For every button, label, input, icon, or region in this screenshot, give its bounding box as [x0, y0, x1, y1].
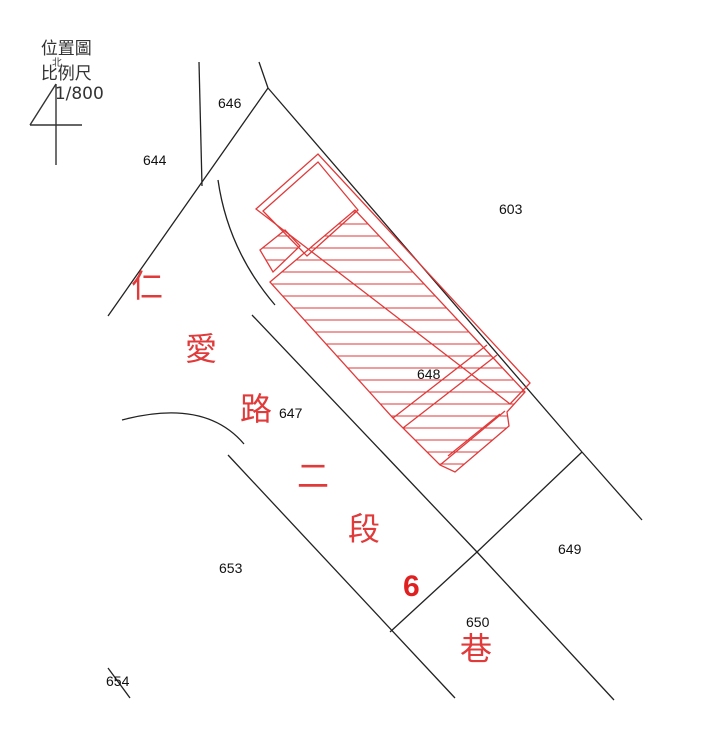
north-arrow-icon — [29, 83, 82, 165]
scale-label: 比例尺 — [40, 64, 92, 84]
parcel-label-644: 644 — [143, 152, 167, 168]
lane-number: 6 — [403, 570, 420, 603]
road-char-4: 二 — [297, 457, 329, 495]
road-char-3: 路 — [240, 390, 272, 428]
lane-char: 巷 — [460, 630, 492, 668]
parcel-label-646: 646 — [218, 95, 242, 111]
building-footprint — [254, 153, 531, 473]
parcel-label-648: 648 — [417, 366, 441, 382]
scale-value: 1/800 — [54, 84, 104, 104]
map-header: 位置圖 比例尺 1/800 — [30, 14, 112, 104]
parcel-label-647: 647 — [279, 405, 303, 421]
parcel-label-603: 603 — [499, 201, 523, 217]
parcel-label-654: 654 — [106, 673, 130, 689]
parcel-label-653: 653 — [219, 560, 243, 576]
parcel-boundaries — [107, 61, 643, 701]
road-char-1: 仁 — [131, 267, 163, 305]
north-label: 北 — [52, 57, 62, 69]
road-char-2: 愛 — [185, 330, 217, 368]
map-title: 位置圖 — [40, 39, 92, 59]
road-char-5: 段 — [348, 510, 380, 548]
parcel-label-649: 649 — [558, 541, 582, 557]
parcel-label-650: 650 — [466, 614, 490, 630]
